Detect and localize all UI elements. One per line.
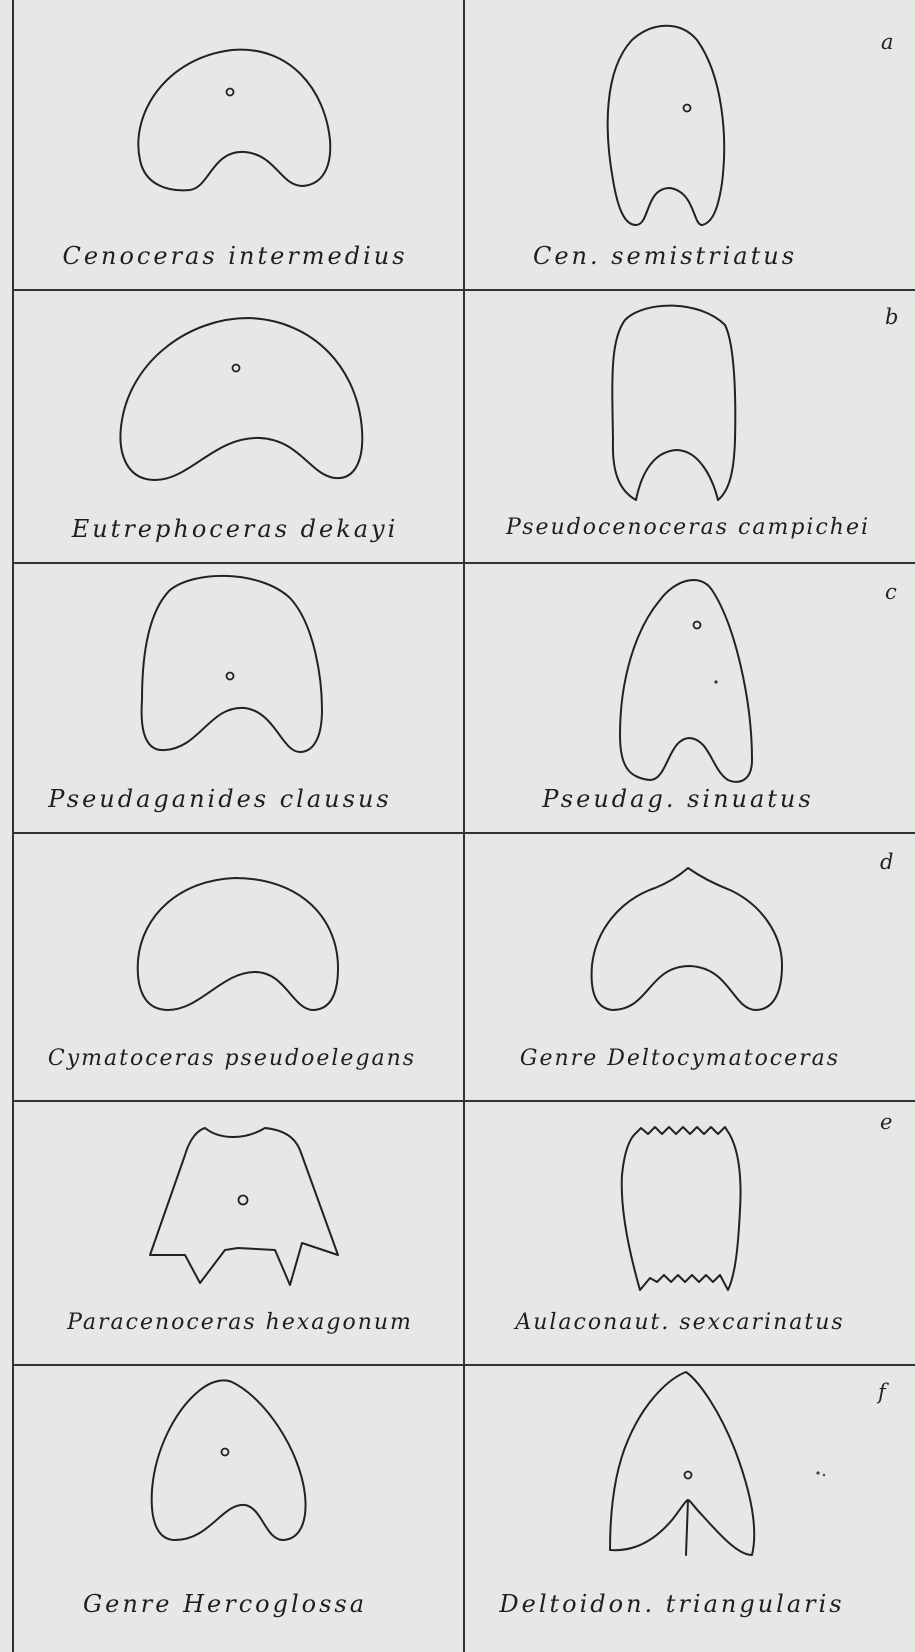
species-label-left-f: Genre Hercoglossa [83,1590,367,1618]
whorl-section-left-c [142,576,322,752]
septal-line-right-f [686,1500,688,1555]
stray-dot [816,1471,819,1474]
species-label-left-c: Pseudaganides clausus [48,785,391,813]
whorl-section-left-b [120,318,362,480]
siphuncle-right-a [684,105,691,112]
whorl-section-right-e [622,1127,741,1290]
siphuncle-left-e [239,1196,248,1205]
whorl-section-right-c [620,580,752,782]
row-marker-d: d [880,850,893,874]
whorl-section-right-a [608,26,724,225]
species-label-right-c: Pseudag. sinuatus [542,785,813,813]
whorl-section-left-a [138,50,330,191]
whorl-section-left-f [152,1380,306,1540]
species-label-left-b: Eutrephoceras dekayi [72,515,399,543]
row-marker-f: f [878,1380,886,1404]
species-label-left-a: Cenoceras intermedius [62,242,407,270]
species-label-right-a: Cen. semistriatus [533,242,797,270]
species-label-right-b: Pseudocenoceras campichei [506,515,870,540]
whorl-section-left-d [138,878,338,1010]
row-marker-b: b [885,305,898,329]
species-label-left-e: Paracenoceras hexagonum [67,1310,413,1335]
stray-dot [823,1474,825,1476]
row-marker-c: c [885,580,897,604]
species-label-left-d: Cymatoceras pseudoelegans [48,1046,416,1071]
whorl-section-right-f [610,1372,754,1555]
whorl-section-right-d [592,868,782,1010]
row-marker-e: e [880,1110,892,1134]
whorl-section-right-b [612,306,735,500]
row-marker-a: a [881,30,894,54]
siphuncle-left-f [222,1449,229,1456]
siphuncle-right-f [685,1472,692,1479]
siphuncle-left-c [227,673,234,680]
siphuncle-left-a [227,89,234,96]
siphuncle-right-c [694,622,701,629]
species-label-right-f: Deltoidon. triangularis [499,1590,844,1618]
species-label-right-e: Aulaconaut. sexcarinatus [515,1310,844,1335]
species-label-right-d: Genre Deltocymatoceras [520,1046,840,1071]
whorl-section-left-e [150,1128,338,1285]
siphuncle-left-b [233,365,240,372]
stray-dot [714,680,717,683]
